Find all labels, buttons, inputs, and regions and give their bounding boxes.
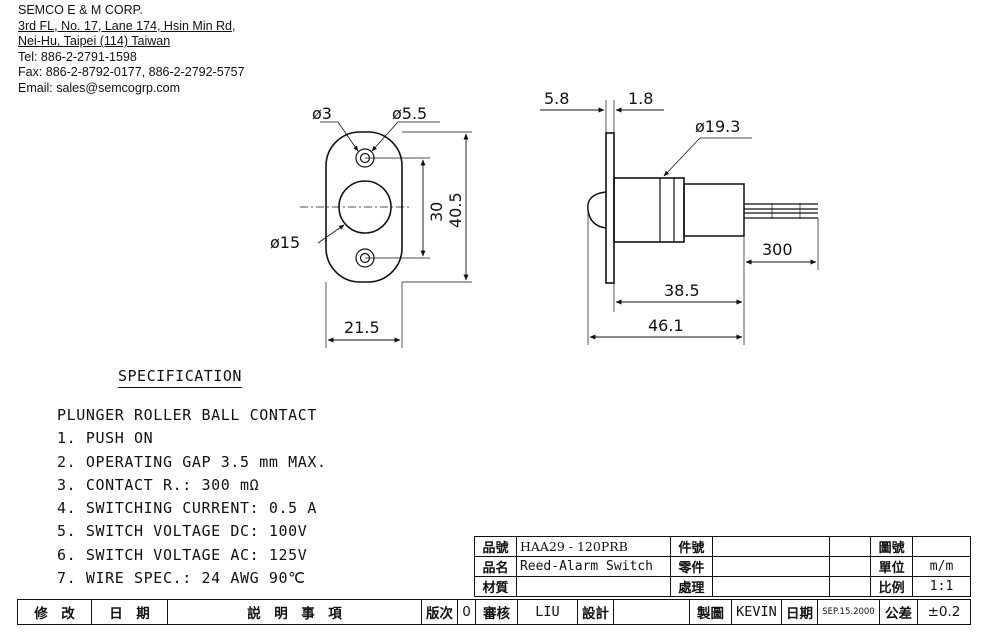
company-header: SEMCO E & M CORP. 3rd FL, No. 17, Lane 1… xyxy=(18,3,245,97)
dim-hole-large: ø5.5 xyxy=(392,104,427,123)
part-no-label: 品號 xyxy=(474,536,517,557)
blank-cell xyxy=(829,556,872,577)
modify-label: 修 改 xyxy=(18,600,92,624)
dim-width: 21.5 xyxy=(344,318,380,337)
dim-wire-length: 300 xyxy=(762,240,793,259)
description-header: 説 明 事 項 xyxy=(168,600,422,624)
drawing-no-label: 圖號 xyxy=(870,536,914,557)
title-block: 品號 HAA29 - 120PRB 件號 圖號 品名 Reed-Alarm Sw… xyxy=(474,536,971,597)
review-label: 審核 xyxy=(476,600,518,624)
version-label: 版次 xyxy=(422,600,458,624)
company-email: Email: sales@semcogrp.com xyxy=(18,80,181,95)
unit-label: 單位 xyxy=(870,556,914,577)
part-name-value: Reed-Alarm Switch xyxy=(515,556,671,577)
spec-line: 1. PUSH ON xyxy=(57,429,154,448)
dim-plunger-dia: ø15 xyxy=(270,233,300,252)
tolerance-value: ±0.2 xyxy=(927,604,961,620)
dim-flange-gap: 1.8 xyxy=(628,89,653,108)
date-header: 日 期 xyxy=(92,600,168,624)
reviewer-value: LIU xyxy=(518,600,578,624)
company-name: SEMCO E & M CORP. xyxy=(18,3,143,17)
spec-title: SPECIFICATION xyxy=(118,367,242,388)
dim-body-length: 38.5 xyxy=(664,281,700,300)
spec-line: 5. SWITCH VOLTAGE DC: 100V xyxy=(57,522,308,541)
tolerance-label: 公差 xyxy=(880,600,918,624)
blank-cell xyxy=(829,576,872,597)
process-label: 處理 xyxy=(669,576,713,597)
unit-value: m/m xyxy=(912,556,971,577)
spec-line: PLUNGER ROLLER BALL CONTACT xyxy=(57,406,318,424)
spec-line: 7. WIRE SPEC.: 24 AWG 90℃ xyxy=(57,569,306,588)
scale-label: 比例 xyxy=(870,576,914,597)
part-no-value: HAA29 - 120PRB xyxy=(515,536,671,557)
side-view xyxy=(540,100,819,345)
dim-hole-small: ø3 xyxy=(312,104,332,123)
spec-line: 6. SWITCH VOLTAGE AC: 125V xyxy=(57,545,308,564)
dim-body-dia: ø19.3 xyxy=(695,117,740,136)
part-name-label: 品名 xyxy=(474,556,517,577)
material-label: 材質 xyxy=(474,576,517,597)
version-number: 0 xyxy=(458,600,476,624)
revision-row: 修 改 日 期 説 明 事 項 版次 0 審核 LIU 設計 製圖 KEVIN … xyxy=(17,599,971,625)
dim-hole-spacing: 30 xyxy=(427,202,446,222)
drafter-value: KEVIN xyxy=(732,600,782,624)
scale-value: 1:1 xyxy=(912,576,971,597)
company-tel: Tel: 886-2-2791-1598 xyxy=(18,49,137,64)
item-no-label: 件號 xyxy=(669,536,713,557)
drawing-no-value xyxy=(912,536,971,557)
component-value xyxy=(711,556,831,577)
spec-line: 3. CONTACT R.: 300 mΩ xyxy=(57,475,260,494)
date-value: SEP.15.2000 xyxy=(818,600,880,624)
drafted-label: 製圖 xyxy=(690,600,732,624)
company-fax: Fax: 886-2-8792-0177, 886-2-2792-5757 xyxy=(18,65,245,80)
material-value xyxy=(515,576,671,597)
design-label: 設計 xyxy=(578,600,614,624)
dim-flange-thick: 5.8 xyxy=(544,89,569,108)
front-view xyxy=(300,121,472,348)
blank-cell xyxy=(829,536,872,557)
process-value xyxy=(711,576,831,597)
item-no-value xyxy=(711,536,831,557)
dim-total-length: 46.1 xyxy=(648,316,684,335)
design-value xyxy=(614,600,690,624)
date-label: 日期 xyxy=(782,600,818,624)
dim-height: 40.5 xyxy=(446,192,465,228)
spec-line: 4. SWITCHING CURRENT: 0.5 A xyxy=(57,499,318,518)
component-label: 零件 xyxy=(669,556,713,577)
company-address-line2: Nei-Hu, Taipei (114) Taiwan xyxy=(18,34,171,49)
spec-list: PLUNGER ROLLER BALL CONTACT 1. PUSH ON 2… xyxy=(57,404,327,590)
spec-line: 2. OPERATING GAP 3.5 mm MAX. xyxy=(57,452,327,471)
company-address-line1: 3rd FL, No. 17, Lane 174, Hsin Min Rd, xyxy=(18,18,236,33)
